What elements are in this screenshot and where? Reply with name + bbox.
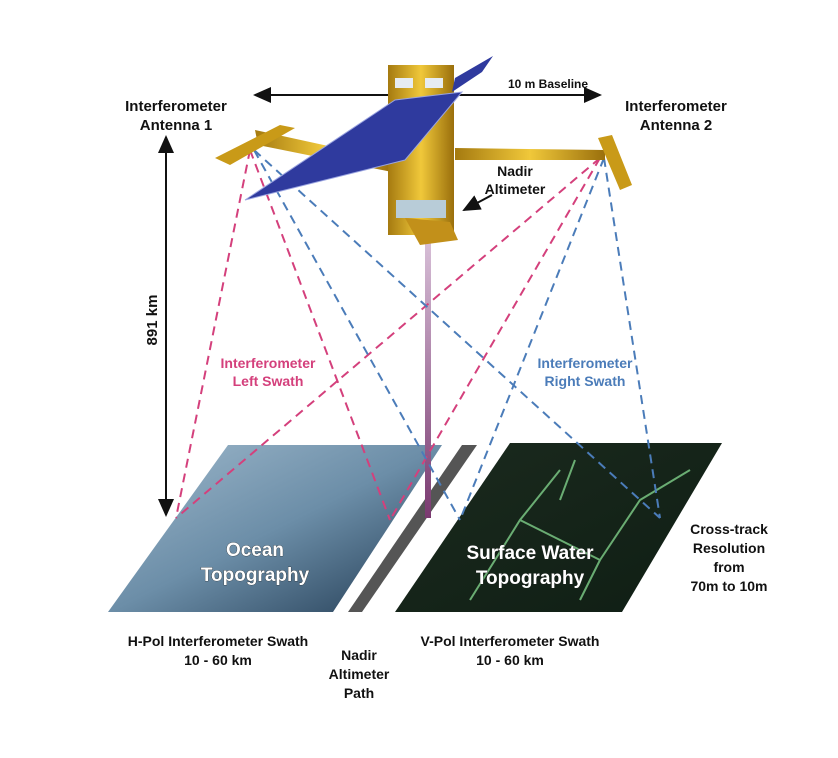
surface-water-swath — [395, 443, 722, 612]
hpol-label: H-Pol Interferometer Swath — [128, 633, 308, 649]
antenna-2 — [598, 135, 632, 190]
nadir-path-label: Nadir — [341, 647, 377, 663]
solar-panel — [244, 91, 464, 201]
satellite — [215, 56, 632, 245]
left-swath-beams — [175, 149, 601, 521]
cross-track-label: Cross-track — [690, 521, 768, 537]
right-swath-beams — [253, 149, 661, 521]
antenna2-label: Interferometer — [625, 98, 727, 115]
ocean-label: Ocean — [226, 540, 284, 561]
river-network — [469, 459, 691, 601]
surface-water-label: Surface Water — [466, 543, 594, 564]
solar-panel-2 — [452, 56, 493, 92]
baseline-label: 10 m Baseline — [508, 77, 588, 91]
nadir-altimeter-path-strip — [348, 445, 477, 612]
nadir-altimeter-pointer — [462, 194, 493, 211]
antenna-1 — [215, 125, 295, 165]
left-swath-label: Interferometer — [221, 355, 316, 371]
altitude-label: 891 km — [144, 295, 161, 346]
nadir-altimeter-label: Nadir — [497, 163, 533, 179]
antenna1-label: Interferometer — [125, 98, 227, 115]
vpol-label: V-Pol Interferometer Swath — [421, 633, 600, 649]
nadir-beam — [425, 238, 431, 518]
ocean-topography-swath — [108, 445, 442, 612]
right-swath-label: Interferometer — [538, 355, 633, 371]
